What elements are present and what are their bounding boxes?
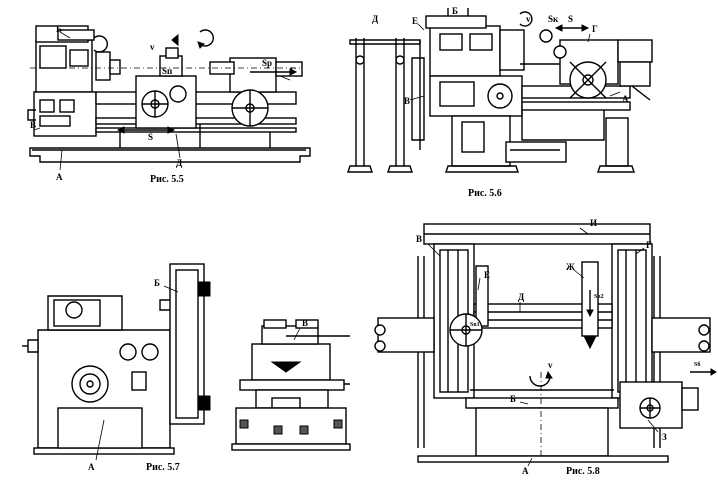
fig57-label-v: В bbox=[302, 318, 308, 328]
fig57-label-b: Б bbox=[154, 278, 160, 288]
fig56-label-a: А bbox=[622, 94, 629, 104]
figure-5-8-vertical-lathe: И В Г Е Ж Д Б З А v Sв2 Sв1 Sб Рис. 5.8 bbox=[374, 218, 717, 477]
fig58-label-b: Б bbox=[510, 394, 516, 404]
fig55-label-sp: Sp bbox=[262, 58, 272, 68]
fig55-label-v-speed: v bbox=[150, 42, 155, 52]
fig56-label-d: Д bbox=[372, 14, 379, 24]
fig55-caption: Рис. 5.5 bbox=[150, 174, 184, 185]
fig56-label-v-speed: v bbox=[526, 14, 531, 24]
fig58-label-sv1: Sв1 bbox=[470, 322, 480, 328]
fig55-label-a: А bbox=[56, 172, 63, 182]
fig58-label-a: А bbox=[522, 466, 529, 476]
fig57-caption: Рис. 5.7 bbox=[146, 462, 180, 473]
fig56-label-v: В bbox=[404, 96, 410, 106]
fig58-label-sb: Sб bbox=[694, 361, 700, 368]
fig55-label-s: S bbox=[148, 132, 153, 142]
fig56-label-s: S bbox=[568, 14, 573, 24]
fig56-label-b: Б bbox=[452, 6, 458, 16]
fig58-label-z: З bbox=[662, 432, 667, 442]
figure-5-7-machine: Б А В Рис. 5.7 bbox=[22, 263, 351, 473]
figure-5-5-lathe: Б В А Д Г v S Sp Sп Рис. 5.5 bbox=[27, 24, 311, 185]
fig58-label-sv2: Sв2 bbox=[594, 294, 604, 300]
fig58-label-g: Г bbox=[646, 240, 652, 250]
figure-5-6-turret-lathe: Д Е Б В Г А v S Sк Рис. 5.6 bbox=[347, 6, 653, 199]
fig55-label-sn: Sп bbox=[162, 66, 172, 76]
fig56-caption: Рис. 5.6 bbox=[468, 188, 502, 199]
fig58-caption: Рис. 5.8 bbox=[566, 466, 600, 477]
fig58-label-i: И bbox=[590, 218, 597, 228]
fig56-label-e: Е bbox=[412, 16, 418, 26]
fig58-label-d: Д bbox=[518, 292, 525, 302]
fig58-label-v: В bbox=[416, 234, 422, 244]
fig58-label-zh: Ж bbox=[566, 262, 575, 272]
fig55-label-v: В bbox=[30, 120, 36, 130]
fig58-label-v-speed: v bbox=[548, 360, 553, 370]
fig56-label-sk: Sк bbox=[548, 14, 559, 24]
fig55-label-g: Г bbox=[290, 66, 296, 76]
fig58-label-e: Е bbox=[484, 270, 490, 280]
fig57-label-a: А bbox=[88, 462, 95, 472]
fig55-label-d: Д bbox=[176, 158, 183, 168]
fig56-label-g: Г bbox=[592, 24, 598, 34]
fig55-label-b: Б bbox=[56, 24, 62, 34]
